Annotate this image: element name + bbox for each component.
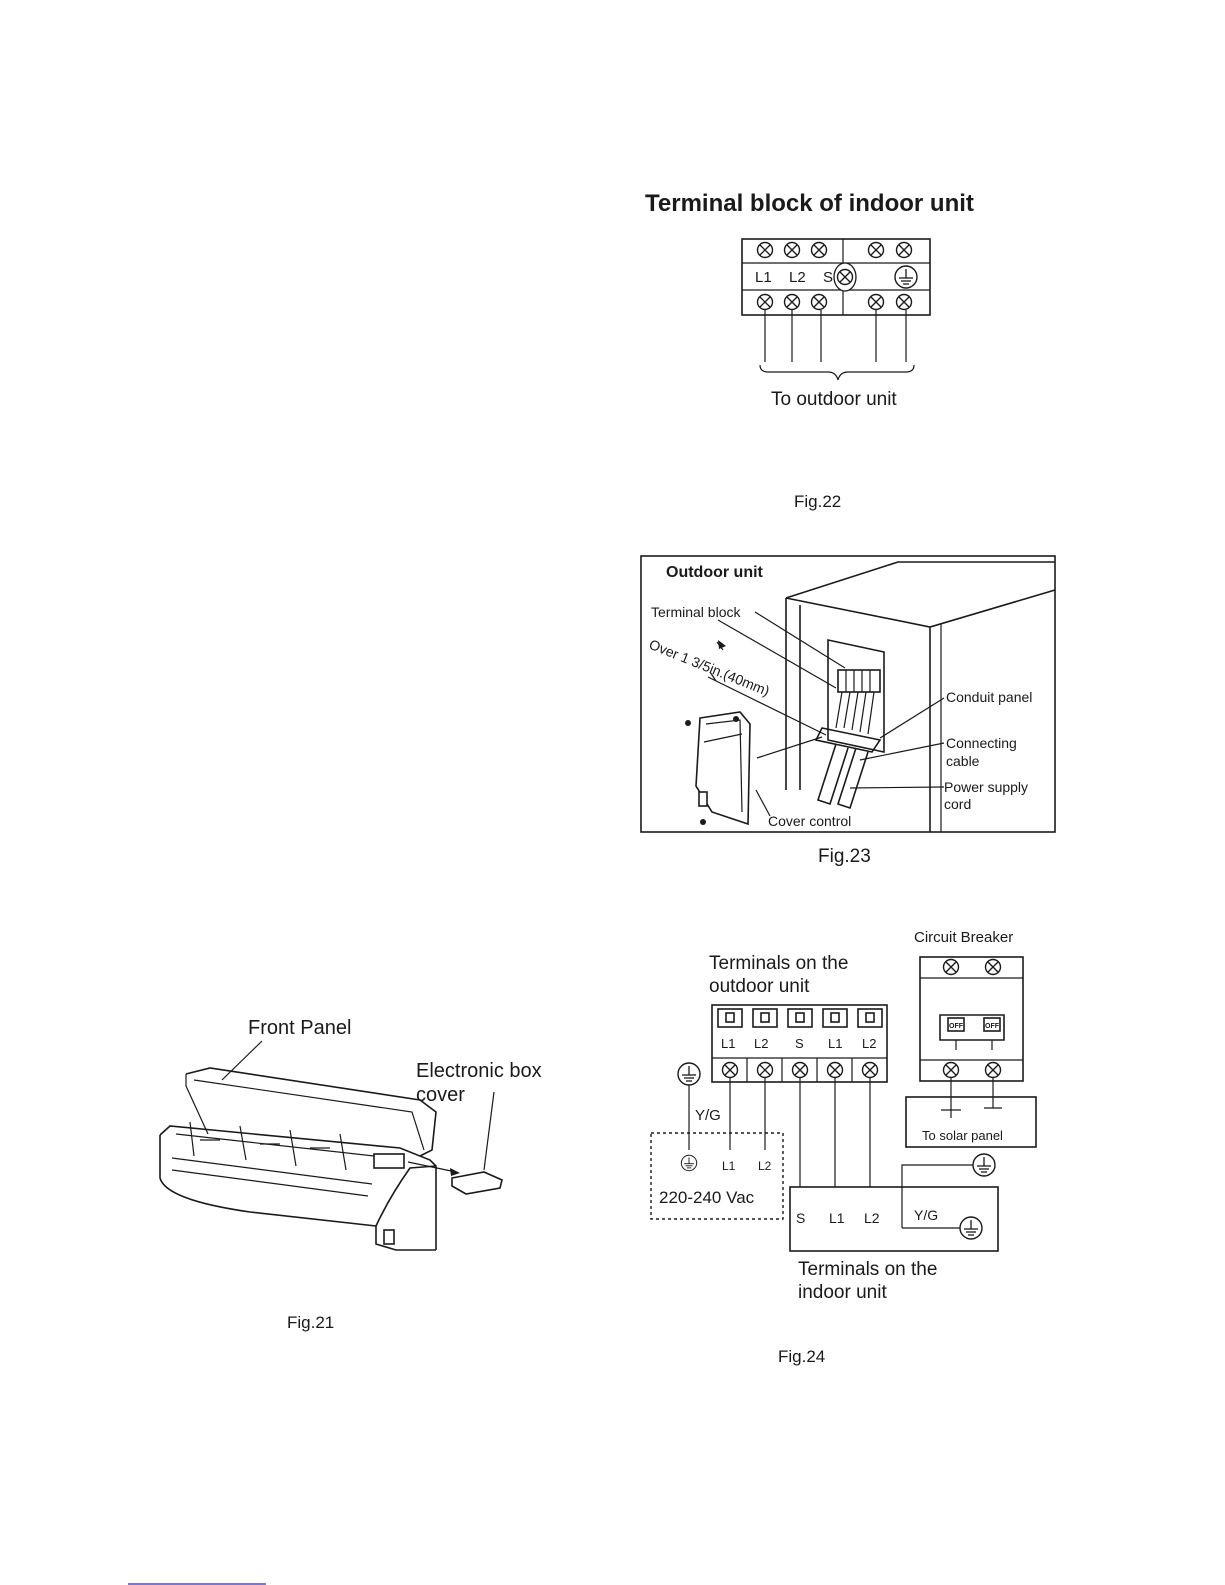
conduit-panel-label: Conduit panel bbox=[946, 689, 1032, 705]
indoor-ground-icon-top bbox=[972, 1153, 996, 1177]
front-panel-label: Front Panel bbox=[248, 1017, 351, 1039]
circuit-breaker-label: Circuit Breaker bbox=[914, 929, 1013, 946]
supply-l1: L1 bbox=[722, 1159, 736, 1173]
fig23-caption: Fig.23 bbox=[818, 846, 871, 867]
indoor-title-2: indoor unit bbox=[798, 1282, 887, 1303]
terminal-label-l1: L1 bbox=[755, 269, 772, 286]
indoor-l2: L2 bbox=[864, 1210, 880, 1226]
terminal-label-s: S bbox=[823, 269, 833, 286]
fig22-title: Terminal block of indoor unit bbox=[645, 190, 974, 217]
fig24-wiring-diagram: Circuit Breaker OFF OFF To solar panel T… bbox=[650, 929, 1037, 1366]
ground-icon bbox=[894, 265, 918, 289]
indoor-ground-icon bbox=[959, 1216, 983, 1240]
solar-panel-box bbox=[905, 1096, 1037, 1148]
circuit-breaker-box bbox=[919, 956, 1024, 1082]
fig23-title: Outdoor unit bbox=[666, 564, 764, 581]
fig23-outdoor-unit: Outdoor unit bbox=[640, 555, 1056, 867]
off-label-1: OFF bbox=[949, 1023, 964, 1030]
cover-control-label: Cover control bbox=[768, 813, 851, 829]
fig24-caption: Fig.24 bbox=[778, 1347, 825, 1366]
voltage-label: 220-240 Vac bbox=[659, 1188, 755, 1207]
fig22-caption: Fig.22 bbox=[794, 492, 841, 511]
supply-box bbox=[650, 1132, 784, 1220]
outdoor-l1b: L1 bbox=[828, 1036, 842, 1051]
fig23-frame bbox=[640, 555, 1056, 833]
solar-label: To solar panel bbox=[922, 1128, 1003, 1143]
outdoor-l2b: L2 bbox=[862, 1036, 876, 1051]
fig21-indoor-unit: Front Panel Electronic box cover Fig.21 bbox=[159, 1017, 542, 1332]
brace bbox=[759, 364, 915, 381]
fig21-caption: Fig.21 bbox=[287, 1313, 334, 1332]
outdoor-title-2: outdoor unit bbox=[709, 976, 810, 997]
outdoor-l2: L2 bbox=[754, 1036, 768, 1051]
connecting-cable-label-2: cable bbox=[946, 753, 980, 769]
yg-label: Y/G bbox=[695, 1107, 721, 1124]
fig22-indoor-terminal-block: Terminal block of indoor unit L1 L2 S To… bbox=[645, 190, 974, 511]
connecting-cable-label-1: Connecting bbox=[946, 735, 1017, 751]
terminal-block-label: Terminal block bbox=[651, 604, 741, 620]
ebox-cover bbox=[451, 1171, 503, 1195]
power-supply-label-2: cord bbox=[944, 796, 971, 812]
indoor-title-1: Terminals on the bbox=[798, 1259, 937, 1280]
outdoor-title-1: Terminals on the bbox=[709, 953, 848, 974]
center-screw-icon bbox=[836, 268, 854, 286]
indoor-terminal-box bbox=[789, 1186, 999, 1252]
indoor-s: S bbox=[796, 1210, 805, 1226]
indoor-yg: Y/G bbox=[914, 1207, 938, 1223]
supply-l2: L2 bbox=[758, 1159, 772, 1173]
terminal-label-l2: L2 bbox=[789, 269, 806, 286]
off-label-2: OFF bbox=[985, 1023, 1000, 1030]
fig22-bottom-label: To outdoor unit bbox=[771, 389, 897, 410]
indoor-l1: L1 bbox=[829, 1210, 845, 1226]
power-supply-label-1: Power supply bbox=[944, 779, 1028, 795]
ebox-label-2: cover bbox=[416, 1084, 465, 1106]
outdoor-s: S bbox=[795, 1036, 804, 1051]
supply-ground-icon bbox=[677, 1062, 701, 1086]
ebox-label-1: Electronic box bbox=[416, 1060, 542, 1082]
outdoor-l1: L1 bbox=[721, 1036, 735, 1051]
